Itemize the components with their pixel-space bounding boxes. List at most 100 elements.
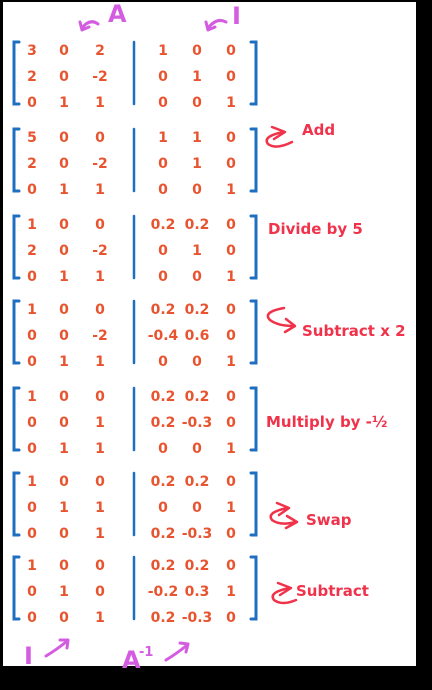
right-cell: 0.2 [185, 217, 210, 233]
left-cell: 0 [95, 389, 105, 405]
right-cell: 0 [226, 558, 236, 574]
right-cell: 0 [226, 328, 236, 344]
curl-arrow-icon [265, 130, 294, 148]
right-cell: 0 [158, 156, 168, 172]
left-cell: 0 [59, 302, 69, 318]
right-cell: 0.2 [185, 558, 210, 574]
left-cell: 0 [59, 43, 69, 59]
bottom-label-a-inverse: A -1 [122, 641, 190, 674]
right-cell: 0.2 [185, 389, 210, 405]
left-cell: 1 [95, 500, 105, 516]
right-cell: -0.3 [182, 610, 213, 626]
left-cell: -2 [92, 243, 108, 259]
right-cell: 0 [158, 243, 168, 259]
swap-arrow-icon [269, 506, 298, 525]
left-cell: 0 [59, 415, 69, 431]
left-cell: 0 [27, 610, 37, 626]
annotation-text: Add [302, 121, 335, 139]
right-cell: 1 [226, 500, 236, 516]
right-cell: 0 [226, 526, 236, 542]
right-cell: 0.6 [185, 328, 210, 344]
right-cell: 0 [226, 217, 236, 233]
top-label-a: A [78, 0, 127, 32]
right-cell: -0.4 [148, 328, 179, 344]
left-cell: 2 [27, 69, 37, 85]
left-cell: 2 [95, 43, 105, 59]
right-cell: 0 [158, 69, 168, 85]
right-cell: 0.3 [185, 584, 210, 600]
left-cell: 1 [95, 415, 105, 431]
annotation-text: Subtract [296, 582, 369, 600]
left-cell: -2 [92, 328, 108, 344]
left-bracket [12, 555, 21, 621]
right-cell: 0.2 [151, 474, 176, 490]
right-cell: 0.2 [185, 474, 210, 490]
right-cell: 0 [158, 95, 168, 111]
label-inverse-base: A [122, 646, 141, 674]
label-i-text: I [232, 2, 241, 30]
worksheet-panel [3, 2, 416, 666]
left-cell: 0 [27, 500, 37, 516]
left-cell: 1 [95, 95, 105, 111]
right-cell: 0 [226, 156, 236, 172]
right-cell: 0 [226, 474, 236, 490]
left-cell: 1 [27, 389, 37, 405]
left-cell: 0 [59, 69, 69, 85]
step-annotation-6: Swap [269, 501, 352, 530]
left-cell: 0 [59, 328, 69, 344]
left-cell: 1 [95, 269, 105, 285]
left-cell: 1 [95, 354, 105, 370]
right-cell: 0 [192, 95, 202, 111]
right-cell: 0 [226, 130, 236, 146]
left-cell: 1 [27, 558, 37, 574]
annotation-text: Subtract x 2 [302, 322, 406, 340]
left-cell: 0 [95, 584, 105, 600]
right-cell: 1 [158, 130, 168, 146]
right-cell: 0.2 [185, 302, 210, 318]
left-cell: 0 [95, 302, 105, 318]
left-cell: 0 [59, 389, 69, 405]
annotation-text: Divide by 5 [268, 220, 363, 238]
left-cell: 1 [27, 302, 37, 318]
bottom-label-i: I [24, 638, 70, 670]
step-annotation-7: Subtract [271, 581, 369, 605]
left-cell: 0 [59, 243, 69, 259]
left-cell: 5 [27, 130, 37, 146]
label-identity-text: I [24, 642, 33, 670]
left-cell: 0 [95, 474, 105, 490]
left-cell: 0 [95, 130, 105, 146]
right-bracket [249, 471, 258, 537]
left-cell: 1 [95, 441, 105, 457]
right-cell: 0 [192, 182, 202, 198]
left-cell: -2 [92, 69, 108, 85]
right-cell: 0.2 [151, 217, 176, 233]
curl-arrow-icon [271, 586, 298, 605]
left-cell: 0 [59, 474, 69, 490]
right-cell: 0.2 [151, 415, 176, 431]
left-cell: 1 [59, 584, 69, 600]
left-cell: 0 [95, 217, 105, 233]
right-cell: 0 [192, 43, 202, 59]
curl-arrow-icon [266, 306, 296, 328]
right-cell: 0 [226, 389, 236, 405]
right-cell: 1 [226, 269, 236, 285]
annotation-text: Multiply by -½ [266, 413, 387, 431]
right-cell: 0 [226, 69, 236, 85]
right-cell: 1 [192, 69, 202, 85]
right-bracket [249, 127, 258, 193]
left-bracket [12, 471, 21, 537]
left-cell: 2 [27, 156, 37, 172]
top-label-i: I [204, 2, 241, 32]
left-bracket [12, 214, 21, 280]
annotation-text: Swap [306, 511, 352, 529]
right-cell: 1 [226, 354, 236, 370]
left-cell: 0 [27, 95, 37, 111]
right-cell: 1 [192, 156, 202, 172]
right-cell: 1 [192, 243, 202, 259]
right-cell: 0.2 [151, 302, 176, 318]
right-cell: 1 [158, 43, 168, 59]
